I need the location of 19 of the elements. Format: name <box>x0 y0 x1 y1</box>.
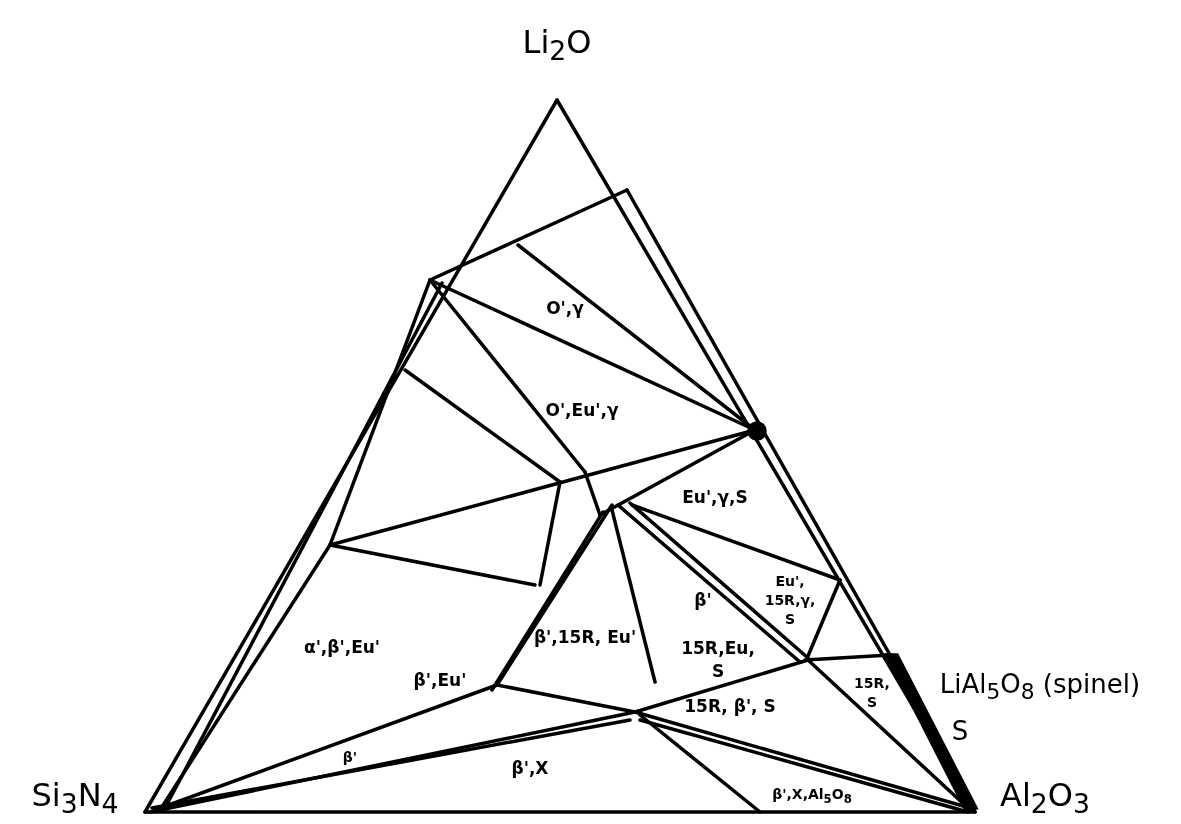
region-label: Eu',γ,S <box>682 485 748 509</box>
vertex-label: Li$_{2}$O <box>522 21 592 69</box>
region-label: O',γ <box>546 296 584 320</box>
region-label: β',Eu' <box>413 668 467 692</box>
region-label: β',15R, Eu' <box>533 625 637 649</box>
region-label: O',Eu',γ <box>545 398 619 422</box>
region-label: β' <box>342 747 358 767</box>
region-label: 15R,Eu, S <box>680 637 756 683</box>
region-label: β',X,Al$_{5}$O$_{8}$ <box>772 784 852 808</box>
phase-label: S <box>951 715 969 749</box>
region-label: β' <box>694 588 712 612</box>
region-label: Eu', 15R,γ, S <box>763 571 817 629</box>
region-label: α',β',Eu' <box>303 635 381 659</box>
vertex-label: Al$_{2}$O$_{3}$ <box>1000 774 1090 822</box>
region-label: 15R, β', S <box>684 694 776 718</box>
region-label: 15R, S <box>853 674 891 712</box>
vertex-label: Si$_{3}$N$_{4}$ <box>31 774 119 822</box>
region-label: β',X <box>511 756 549 780</box>
compound-label: LiAl$_{5}$O$_{8}$ (spinel) <box>939 668 1141 707</box>
